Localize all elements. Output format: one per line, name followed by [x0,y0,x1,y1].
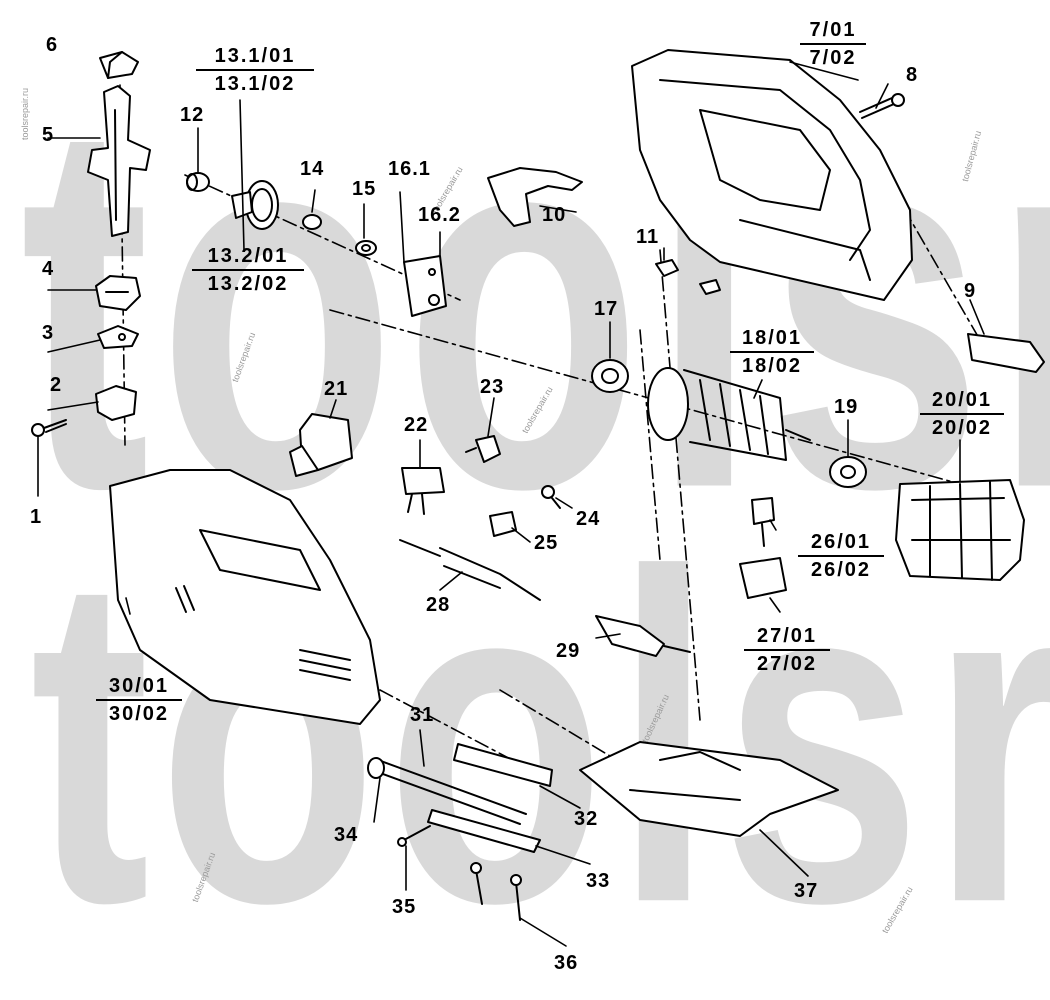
callout-4: 4 [42,258,55,280]
callout-8: 8 [906,64,919,86]
callout-6: 6 [46,34,59,56]
part-11-nut [655,259,721,295]
callout-12: 12 [180,104,205,126]
part-19-bearing [829,456,867,488]
callout-9: 9 [964,280,977,302]
part-4-bracket [95,275,141,311]
part-34-roller [367,757,385,779]
part-25-clip [489,511,517,537]
callout-16-2: 16.2 [418,204,461,226]
callout-23: 23 [480,376,505,398]
callout-14: 14 [300,158,325,180]
part-7-housing-half [631,49,913,301]
part-28-cable [399,539,541,601]
part-9-holder [967,333,1045,373]
part-6-cap [99,51,139,79]
part-33-plate [427,809,541,853]
part-35-pin [397,825,431,847]
callout-36: 36 [554,952,579,974]
part-17-bearing [591,359,629,393]
part-20-stator [895,479,1025,581]
part-21-switch [289,413,353,477]
part-13-gear [231,180,279,230]
callout-28: 28 [426,594,451,616]
leader-lines [37,61,985,947]
callout-33: 33 [586,870,611,892]
callout-31: 31 [410,704,435,726]
part-15-washer [355,240,377,256]
callout-10: 10 [542,204,567,226]
callout-1: 1 [30,506,43,528]
callout-3: 3 [42,322,55,344]
callout-25: 25 [534,532,559,554]
part-24-screw [541,485,561,509]
part-10-clip [487,167,583,227]
callout-19: 19 [834,396,859,418]
part-29-plug [595,615,691,657]
callout-32: 32 [574,808,599,830]
callout-21: 21 [324,378,349,400]
callout-35: 35 [392,896,417,918]
part-18-armature [647,367,811,461]
part-32-plate [453,743,553,787]
part-12-bushing [186,172,210,192]
part-8-screw [859,93,905,119]
callout-22: 22 [404,414,429,436]
part-30-housing [109,469,381,725]
callout-17: 17 [594,298,619,320]
part-27-holder [739,557,787,599]
callout-11: 11 [636,226,660,248]
part-22-capacitor [401,467,445,515]
callout-2: 2 [50,374,63,396]
callout-24: 24 [576,508,601,530]
part-36-screws [470,862,522,921]
part-1-screw [31,419,67,437]
part-16-block [403,255,447,317]
part-5-guide-rail [87,85,151,237]
part-23-clamp [465,435,501,463]
callout-34: 34 [334,824,359,846]
callout-5: 5 [42,124,55,146]
part-37-base-plate [579,741,839,837]
part-26-brush [751,497,775,547]
callout-16-1: 16.1 [388,158,431,180]
part-31-rod [371,759,527,825]
part-3-plate [97,325,139,349]
callout-29: 29 [556,640,581,662]
part-2-slider [95,385,137,421]
callout-37: 37 [794,880,819,902]
part-14-pin [302,214,322,230]
callout-15: 15 [352,178,377,200]
